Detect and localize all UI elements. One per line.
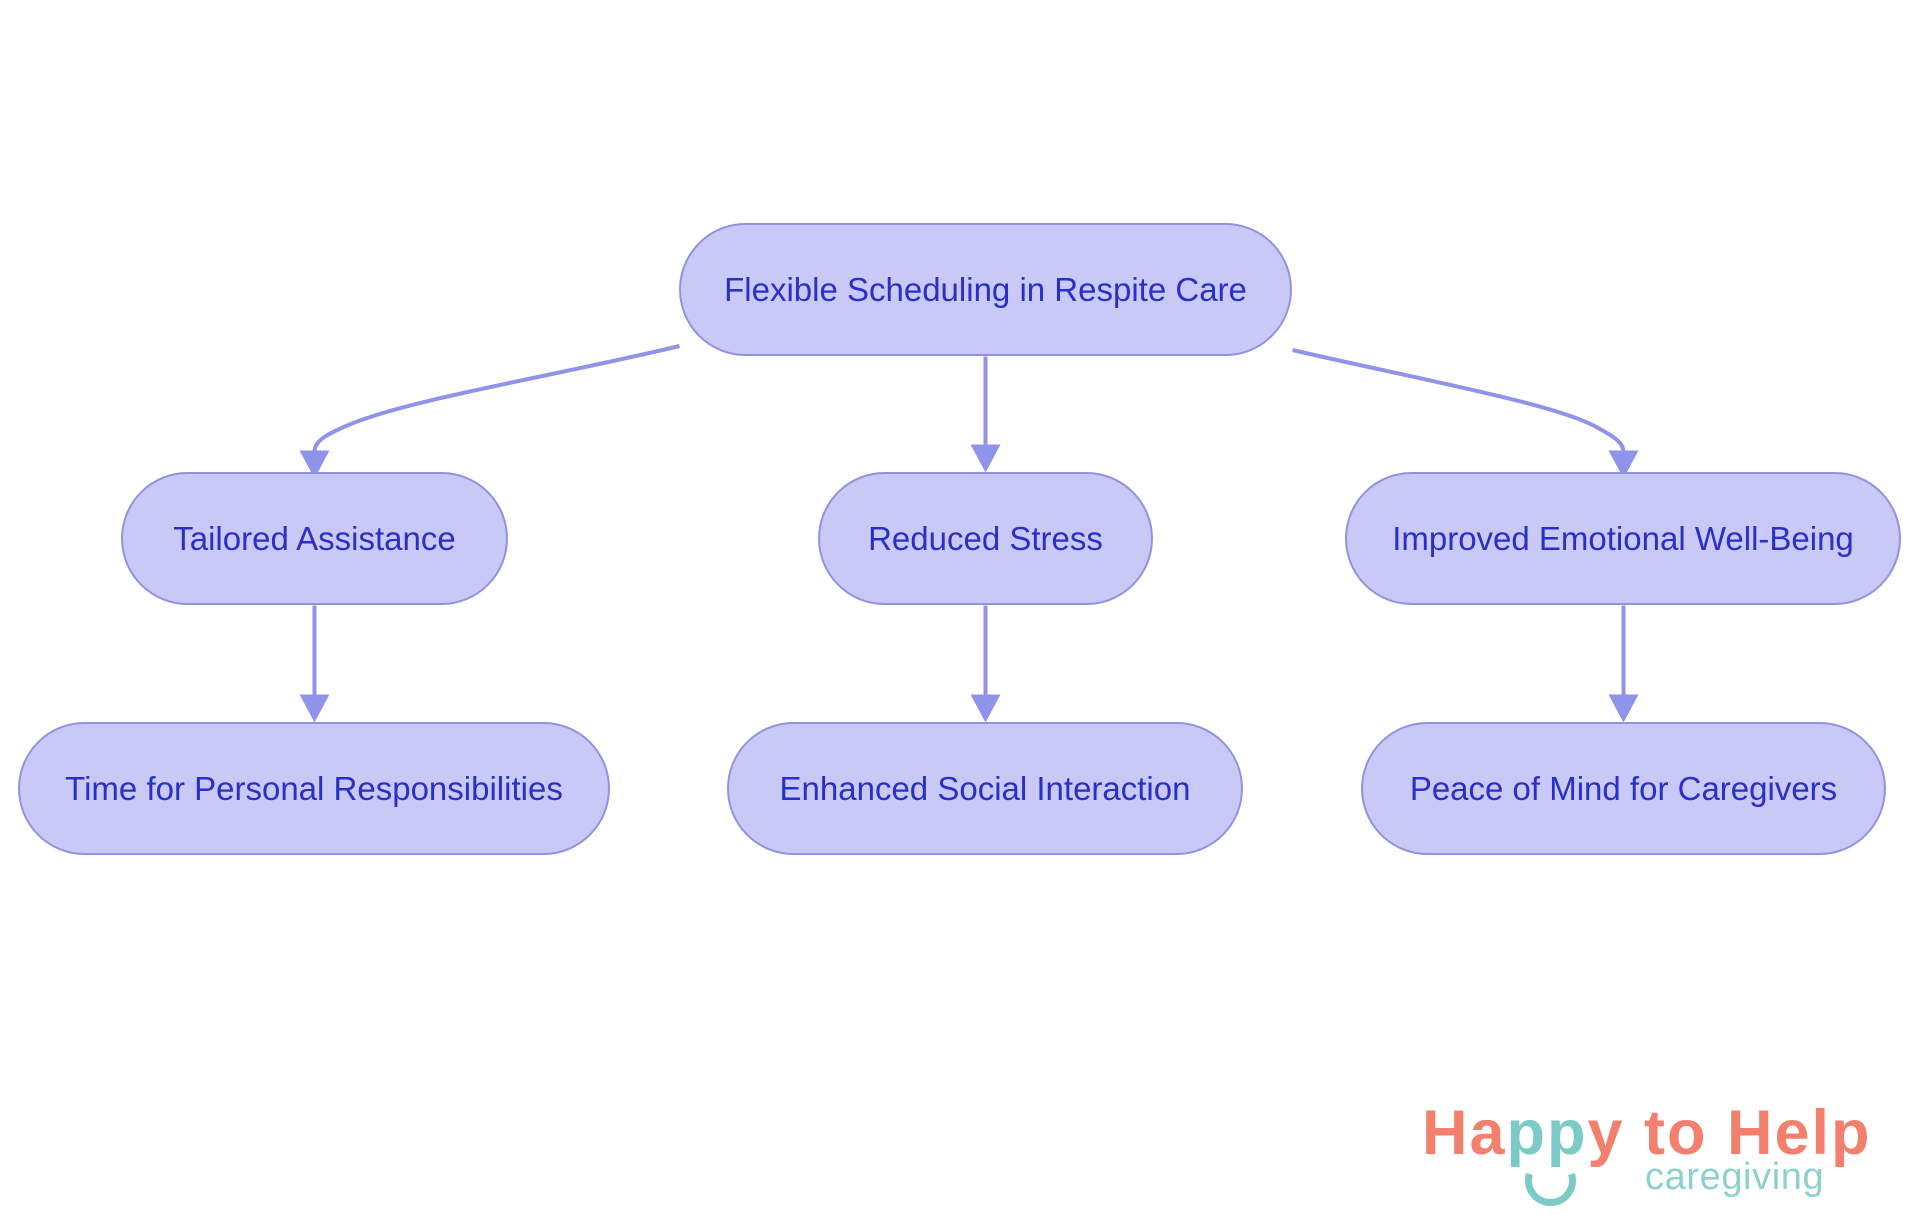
- edge-lines: [312, 344, 1626, 697]
- logo-wordmark-ha: Ha: [1422, 1098, 1507, 1168]
- logo-wordmark-pp: pp: [1506, 1098, 1588, 1168]
- arrowhead-reduced: [970, 444, 1001, 473]
- arrowhead-tailored: [299, 450, 330, 479]
- node-improved-emotional-well-being-label: Improved Emotional Well-Being: [1392, 519, 1854, 557]
- node-tailored-assistance: Tailored Assistance: [121, 472, 508, 605]
- node-peace-of-mind-for-caregivers: Peace of Mind for Caregivers: [1361, 722, 1886, 855]
- logo-tagline: caregiving: [1645, 1156, 1825, 1198]
- arrowhead-peace: [1608, 694, 1639, 723]
- edge-arrowheads: [299, 444, 1639, 723]
- node-enhanced-social-interaction: Enhanced Social Interaction: [727, 722, 1243, 855]
- arrowhead-time: [299, 694, 330, 723]
- node-flexible-scheduling-label: Flexible Scheduling in Respite Care: [724, 270, 1247, 308]
- smile-arc: [1525, 1172, 1576, 1207]
- logo-wordmark-y-to-help: y to Help: [1587, 1098, 1872, 1168]
- node-reduced-stress-label: Reduced Stress: [868, 519, 1103, 557]
- logo-wordmark: Happy to Help: [1422, 1102, 1872, 1165]
- node-flexible-scheduling: Flexible Scheduling in Respite Care: [679, 223, 1292, 356]
- node-time-for-personal-responsibilities-label: Time for Personal Responsibilities: [65, 769, 563, 807]
- arrowhead-social: [970, 694, 1001, 723]
- edge-root-improved: [1292, 348, 1626, 453]
- arrowhead-improved: [1608, 450, 1639, 479]
- node-tailored-assistance-label: Tailored Assistance: [173, 519, 456, 557]
- node-reduced-stress: Reduced Stress: [818, 472, 1153, 605]
- node-time-for-personal-responsibilities: Time for Personal Responsibilities: [18, 722, 610, 855]
- node-peace-of-mind-for-caregivers-label: Peace of Mind for Caregivers: [1409, 769, 1838, 807]
- node-improved-emotional-well-being: Improved Emotional Well-Being: [1345, 472, 1901, 605]
- edge-root-tailored: [312, 344, 680, 453]
- node-enhanced-social-interaction-label: Enhanced Social Interaction: [779, 769, 1191, 807]
